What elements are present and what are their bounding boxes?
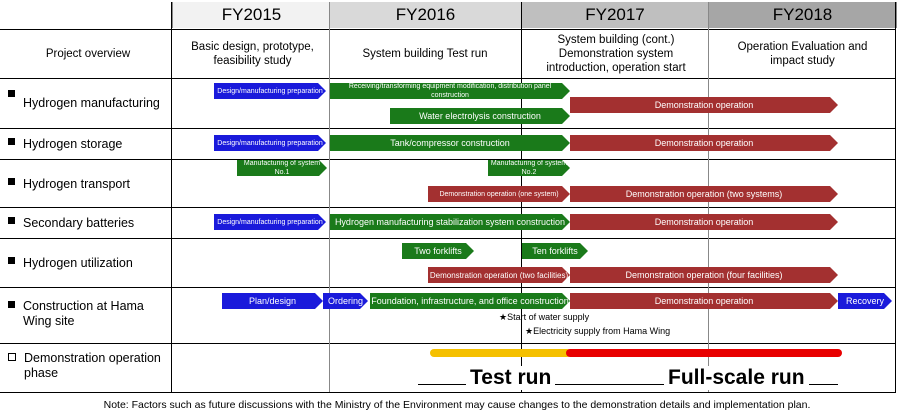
grid-line [0, 159, 896, 160]
task-arrow: Demonstration operation [570, 97, 838, 113]
full-scale-run-bar [566, 349, 842, 357]
task-arrow: Demonstration operation (two facilities) [428, 267, 570, 283]
overview-fy2017: System building (cont.) Demonstration sy… [546, 34, 686, 74]
task-arrow: Demonstration operation (four facilities… [570, 267, 838, 283]
grid-line [0, 29, 896, 30]
bullet-square-open [8, 353, 16, 361]
milestone-water-supply: ★Start of water supply [499, 312, 590, 322]
task-arrow: Manufacturing of system No.1 [237, 160, 327, 176]
overview-label: Project overview [45, 48, 131, 60]
row-label-hydrogen-storage: Hydrogen storage [8, 134, 168, 154]
task-arrow: Design/manufacturing preparation [214, 214, 326, 230]
bullet-square [8, 257, 15, 264]
task-arrow: Ordering [323, 293, 368, 309]
task-arrow: Recovery [838, 293, 892, 309]
row-label-construction: Construction at Hama Wing site [8, 297, 168, 331]
footnote: Note: Factors such as future discussions… [103, 399, 811, 411]
task-arrow: Two forklifts [402, 243, 474, 259]
phase-dash-line [418, 384, 838, 385]
bullet-square [8, 217, 15, 224]
grid-line [0, 343, 896, 344]
grid-line [171, 2, 172, 392]
test-run-bar [430, 349, 571, 357]
year-header-fy2017: FY2017 [522, 2, 709, 28]
overview-fy2016: System building Test run [362, 48, 488, 60]
row-label-hydrogen-utilization: Hydrogen utilization [8, 253, 168, 273]
overview-fy2015: Basic design, prototype, feasibility stu… [191, 41, 314, 67]
task-arrow: Design/manufacturing preparation [214, 83, 326, 99]
task-arrow: Water electrolysis construction [390, 108, 570, 124]
row-label-hydrogen-transport: Hydrogen transport [8, 174, 168, 194]
task-arrow: Ten forklifts [522, 243, 588, 259]
task-arrow: Receiving/transforming equipment modific… [330, 83, 570, 99]
task-arrow: Demonstration operation [570, 293, 838, 309]
task-arrow: Foundation, infrastructure, and office c… [370, 293, 570, 309]
grid-line [329, 2, 330, 392]
bullet-square [8, 138, 15, 145]
task-arrow: Tank/compressor construction [330, 135, 570, 151]
bullet-square [8, 90, 15, 97]
task-arrow: Hydrogen manufacturing stabilization sys… [330, 214, 570, 230]
task-arrow: Design/manufacturing preparation [214, 135, 326, 151]
task-arrow: Plan/design [222, 293, 323, 309]
task-arrow: Demonstration operation [570, 214, 838, 230]
grid-line [895, 2, 896, 392]
task-arrow: Manufacturing of system No.2 [488, 160, 570, 176]
grid-line [0, 238, 896, 239]
grid-line [0, 207, 896, 208]
row-label-demo-phase: Demonstration operation phase [8, 349, 168, 383]
row-label-hydrogen-manufacturing: Hydrogen manufacturing [8, 86, 168, 120]
task-arrow: Demonstration operation [570, 135, 838, 151]
grid-line [0, 78, 896, 79]
grid-line [0, 287, 896, 288]
grid-line [0, 392, 896, 393]
milestone-electricity: ★Electricity supply from Hama Wing [525, 326, 671, 336]
full-scale-run-label: Full-scale run [664, 366, 809, 390]
bullet-square [8, 178, 15, 185]
year-header-fy2018: FY2018 [709, 2, 897, 28]
row-label-secondary-batteries: Secondary batteries [8, 213, 168, 233]
bullet-square [8, 301, 15, 308]
task-arrow: Demonstration operation (two systems) [570, 186, 838, 202]
year-header-fy2015: FY2015 [172, 2, 331, 28]
grid-line [0, 128, 896, 129]
overview-fy2018: Operation Evaluation and impact study [737, 41, 868, 67]
task-arrow: Demonstration operation (one system) [428, 186, 570, 202]
test-run-label: Test run [466, 366, 556, 390]
year-header-fy2016: FY2016 [330, 2, 522, 28]
